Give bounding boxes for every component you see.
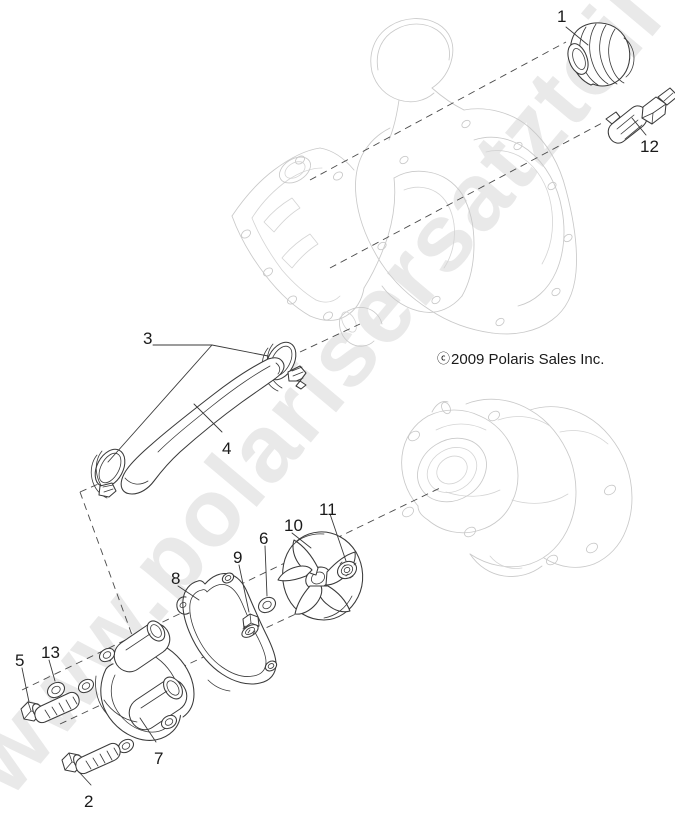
leader-7 xyxy=(139,717,157,743)
copyright-text: 2009 Polaris Sales Inc. xyxy=(451,351,605,368)
callout-number-3: 3 xyxy=(143,329,153,348)
callout-number-10: 10 xyxy=(284,516,303,535)
callout-number-2: 2 xyxy=(84,792,94,811)
callout-number-11: 11 xyxy=(319,500,337,519)
leader-2 xyxy=(78,771,92,786)
callout-number-12: 12 xyxy=(640,137,659,156)
part-5-flange-bolt xyxy=(20,691,80,724)
part-9-impeller-bolt xyxy=(241,613,260,638)
leader-12 xyxy=(631,117,647,136)
part-1-radiator-pressure-cap xyxy=(567,22,635,87)
callout-number-5: 5 xyxy=(15,651,25,670)
leader-6 xyxy=(264,545,268,597)
part-6-flat-washer xyxy=(257,596,277,614)
copyright-symbol: ⓒ xyxy=(437,351,451,366)
part-3-hose-clamp-lower xyxy=(90,448,126,499)
callout-number-7: 7 xyxy=(154,749,164,768)
leader-9 xyxy=(238,564,250,613)
leader-5 xyxy=(21,667,30,703)
callout-number-13: 13 xyxy=(41,643,60,662)
leader-13 xyxy=(48,659,56,682)
callout-number-9: 9 xyxy=(233,548,243,567)
leader-1 xyxy=(565,26,589,46)
leader-4 xyxy=(193,403,223,433)
callout-number-4: 4 xyxy=(222,439,232,458)
part-8-pump-cover-gasket xyxy=(176,572,278,692)
part-2-flange-bolt-lower xyxy=(61,742,121,775)
part-10-impeller xyxy=(277,531,364,621)
part-12-temperature-sensor xyxy=(605,87,675,144)
leader-3 xyxy=(107,344,269,463)
leader-10 xyxy=(291,532,312,549)
copyright-notice: ⓒ2009 Polaris Sales Inc. xyxy=(437,348,604,368)
part-11-mechanical-seal xyxy=(336,560,358,580)
part-13-sealing-washer xyxy=(46,681,66,699)
part-4-bypass-hose xyxy=(120,357,285,495)
callout-number-1: 1 xyxy=(557,7,567,26)
leader-11 xyxy=(329,513,347,562)
engine-case-upper-phantom xyxy=(231,18,577,347)
engine-case-lower-phantom xyxy=(401,398,633,577)
part-7-water-pump-housing xyxy=(77,620,195,754)
callout-number-6: 6 xyxy=(259,529,269,548)
leader-8 xyxy=(177,585,200,601)
callout-number-8: 8 xyxy=(171,569,181,588)
